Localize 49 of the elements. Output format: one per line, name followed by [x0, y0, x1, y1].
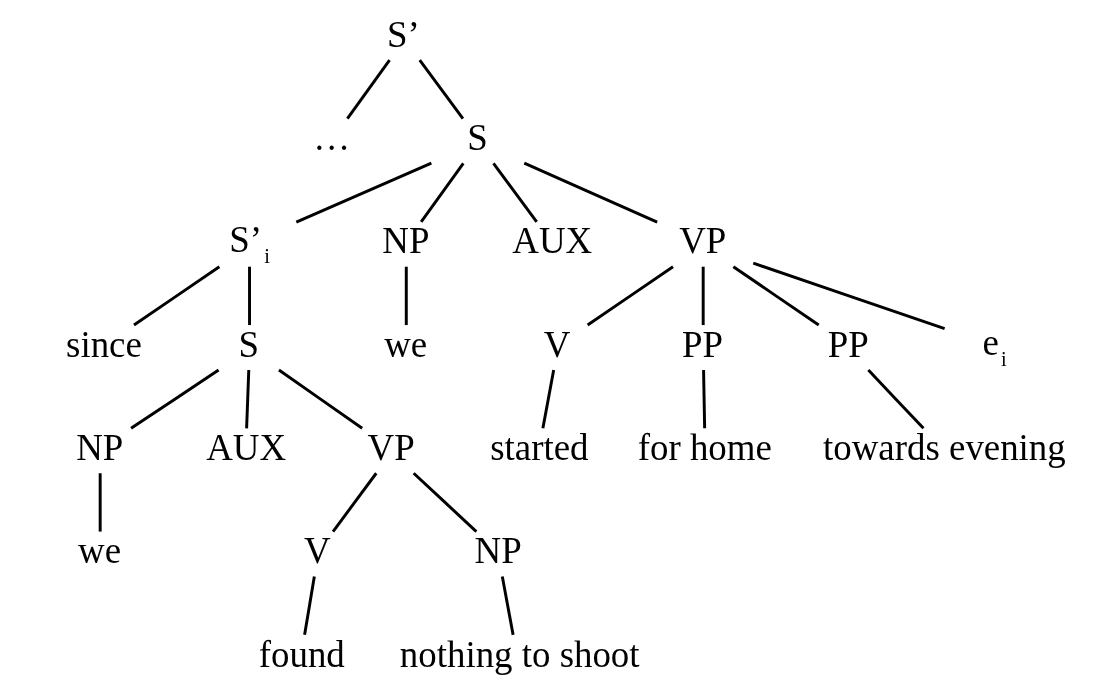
connector	[752, 261, 945, 330]
connector	[419, 162, 464, 223]
node-text: PP	[681, 323, 723, 365]
connector	[500, 576, 515, 636]
connector	[345, 59, 391, 120]
node-text: AUX	[205, 426, 286, 468]
node-text: S’$_{i}$	[228, 218, 270, 267]
node-text: V	[303, 530, 331, 572]
node-text: PP	[827, 323, 869, 365]
connector	[491, 162, 538, 223]
node-text: for home	[637, 426, 772, 468]
connector	[701, 369, 706, 429]
node-text: NP	[381, 220, 429, 262]
connector	[701, 266, 705, 326]
node-text: VP	[367, 426, 415, 468]
node-text: started	[489, 426, 588, 468]
connector	[412, 472, 477, 533]
connector	[540, 369, 555, 429]
node-text: found	[258, 633, 345, 675]
connector	[866, 368, 925, 430]
connector	[586, 265, 674, 327]
node-text: since	[65, 323, 142, 365]
connector	[523, 161, 658, 224]
node-text: towards evening	[822, 426, 1066, 468]
node-text: we	[383, 323, 427, 365]
connector	[277, 368, 363, 430]
node-text: NP	[75, 426, 123, 468]
node-text: e$_{i}$	[982, 321, 1007, 370]
connector	[247, 266, 251, 326]
connector	[331, 472, 377, 533]
connector	[244, 369, 250, 429]
connector	[732, 265, 820, 327]
connector	[129, 368, 219, 430]
connector	[98, 473, 102, 532]
connector	[302, 576, 316, 636]
connector	[132, 265, 220, 327]
connector	[295, 161, 432, 224]
connector	[404, 266, 408, 326]
node-text: S’	[386, 13, 420, 55]
node-text: V	[543, 323, 570, 365]
node-text: VP	[678, 220, 726, 262]
node-text: …	[312, 117, 350, 159]
node-text: S	[237, 323, 259, 365]
node-text: NP	[474, 530, 522, 572]
node-text: S	[466, 117, 488, 159]
connector	[418, 59, 464, 120]
node-text: we	[77, 530, 121, 572]
node-text: nothing to shoot	[399, 633, 640, 675]
node-text: AUX	[511, 220, 592, 262]
